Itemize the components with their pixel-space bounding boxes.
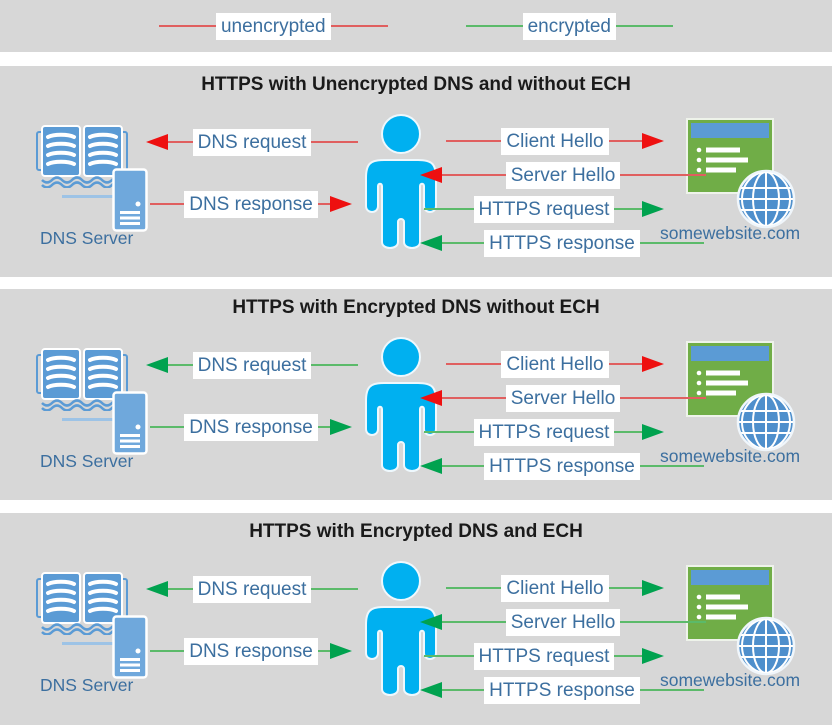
- arrow-dns-request: DNS request: [146, 128, 358, 156]
- dns-book-icon: [36, 345, 128, 416]
- connector-line: [62, 195, 114, 198]
- website-icon: [686, 565, 798, 682]
- arrow-server-hello: Server Hello: [420, 608, 706, 636]
- arrow-client-hello: Client Hello: [446, 574, 664, 602]
- arrow-label: HTTPS response: [484, 229, 640, 257]
- arrow-https-request: HTTPS request: [424, 418, 664, 446]
- legend-line: [465, 25, 523, 27]
- arrow-label: HTTPS response: [484, 452, 640, 480]
- arrow-server-hello: Server Hello: [420, 384, 706, 412]
- panel-title: HTTPS with Unencrypted DNS and without E…: [201, 74, 631, 95]
- website-label: somewebsite.com: [660, 223, 801, 243]
- arrowhead-left-icon: [420, 682, 442, 698]
- arrowhead-right-icon: [642, 133, 664, 149]
- arrow-label: HTTPS request: [473, 642, 615, 670]
- legend-item-encrypted: encrypted: [465, 12, 674, 40]
- person-icon: [362, 114, 440, 261]
- arrow-label: Client Hello: [501, 127, 609, 155]
- legend-label: encrypted: [522, 12, 617, 40]
- arrow-https-request: HTTPS request: [424, 195, 664, 223]
- dns-tower-icon: [112, 168, 148, 237]
- arrowhead-left-icon: [146, 581, 168, 597]
- arrow-label: DNS request: [192, 128, 312, 156]
- person-icon: [362, 561, 440, 708]
- arrow-https-response: HTTPS response: [420, 229, 704, 257]
- dns-server-label: DNS Server: [40, 675, 134, 695]
- legend-label: unencrypted: [215, 12, 331, 40]
- arrowhead-right-icon: [330, 419, 352, 435]
- arrow-label: HTTPS request: [473, 418, 615, 446]
- arrowhead-left-icon: [146, 134, 168, 150]
- legend-bar: unencrypted encrypted: [0, 0, 832, 52]
- website-icon: [686, 118, 798, 235]
- arrowhead-right-icon: [642, 580, 664, 596]
- arrow-label: DNS response: [184, 637, 318, 665]
- arrow-dns-response: DNS response: [150, 637, 352, 665]
- legend-line: [330, 25, 388, 27]
- dns-server-label: DNS Server: [40, 228, 134, 248]
- website-label: somewebsite.com: [660, 446, 801, 466]
- legend-item-unencrypted: unencrypted: [158, 12, 388, 40]
- arrow-https-response: HTTPS response: [420, 676, 704, 704]
- arrow-dns-request: DNS request: [146, 351, 358, 379]
- arrowhead-right-icon: [642, 356, 664, 372]
- connector-line: [62, 418, 114, 421]
- legend-line: [158, 25, 216, 27]
- arrow-dns-response: DNS response: [150, 190, 352, 218]
- arrowhead-right-icon: [330, 196, 352, 212]
- arrowhead-left-icon: [146, 357, 168, 373]
- arrowhead-left-icon: [420, 167, 442, 183]
- arrowhead-left-icon: [420, 614, 442, 630]
- arrow-dns-request: DNS request: [146, 575, 358, 603]
- arrow-label: HTTPS response: [484, 676, 640, 704]
- person-icon: [362, 337, 440, 484]
- arrow-label: Server Hello: [505, 384, 621, 412]
- legend-line: [616, 25, 674, 27]
- arrowhead-right-icon: [642, 424, 664, 440]
- panel-title: HTTPS with Encrypted DNS and ECH: [249, 521, 583, 542]
- arrow-label: Server Hello: [505, 161, 621, 189]
- website-icon: [686, 341, 798, 458]
- arrow-label: DNS request: [192, 575, 312, 603]
- arrowhead-right-icon: [642, 201, 664, 217]
- arrowhead-left-icon: [420, 235, 442, 251]
- arrow-label: Client Hello: [501, 350, 609, 378]
- arrowhead-left-icon: [420, 390, 442, 406]
- panel-encrypted-dns-no-ech: HTTPS with Encrypted DNS without ECH: [0, 289, 832, 500]
- arrow-label: DNS response: [184, 190, 318, 218]
- arrow-server-hello: Server Hello: [420, 161, 706, 189]
- arrowhead-right-icon: [642, 648, 664, 664]
- arrow-client-hello: Client Hello: [446, 127, 664, 155]
- arrow-label: HTTPS request: [473, 195, 615, 223]
- arrow-https-response: HTTPS response: [420, 452, 704, 480]
- arrowhead-right-icon: [330, 643, 352, 659]
- website-label: somewebsite.com: [660, 670, 801, 690]
- dns-book-icon: [36, 569, 128, 640]
- dns-tower-icon: [112, 615, 148, 684]
- arrow-label: DNS request: [192, 351, 312, 379]
- arrow-dns-response: DNS response: [150, 413, 352, 441]
- dns-tower-icon: [112, 391, 148, 460]
- arrow-label: Server Hello: [505, 608, 621, 636]
- arrow-client-hello: Client Hello: [446, 350, 664, 378]
- arrowhead-left-icon: [420, 458, 442, 474]
- arrow-label: DNS response: [184, 413, 318, 441]
- arrow-https-request: HTTPS request: [424, 642, 664, 670]
- dns-book-icon: [36, 122, 128, 193]
- dns-server-label: DNS Server: [40, 451, 134, 471]
- panel-title: HTTPS with Encrypted DNS without ECH: [232, 297, 600, 318]
- connector-line: [62, 642, 114, 645]
- panel-unencrypted-dns: HTTPS with Unencrypted DNS and without E…: [0, 66, 832, 277]
- arrow-label: Client Hello: [501, 574, 609, 602]
- panel-encrypted-dns-ech: HTTPS with Encrypted DNS and ECH: [0, 513, 832, 725]
